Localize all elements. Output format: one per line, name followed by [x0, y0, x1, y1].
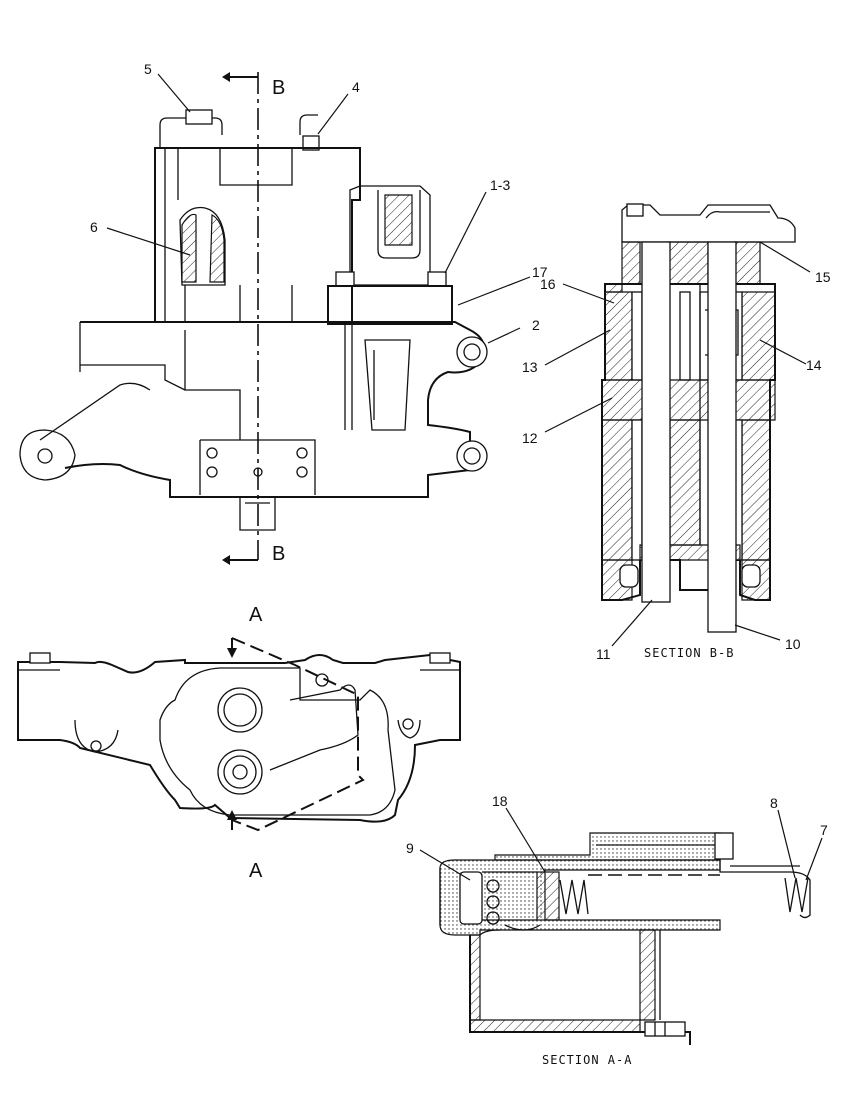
- bolt-4: [302, 135, 320, 151]
- bolt-5: [185, 109, 213, 125]
- callout-9: 9: [406, 840, 414, 856]
- plate-17: [327, 285, 453, 325]
- callout-12: 12: [522, 430, 538, 446]
- leader-lines: [106, 73, 823, 881]
- section-marker-b-top: B: [272, 77, 285, 99]
- section-markers: B B A A SECTION B-B SECTION A-A: [249, 77, 734, 1067]
- spring: [559, 879, 589, 915]
- callout-13: 13: [522, 359, 538, 375]
- section-marker-a-top: A: [249, 604, 263, 626]
- piston-18: [536, 871, 560, 921]
- section-aa-view: [439, 832, 811, 1045]
- port-lower: [217, 749, 263, 795]
- section-title-aa: SECTION A-A: [542, 1053, 632, 1067]
- callout-2: 2: [532, 317, 540, 333]
- section-marker-a-bottom: A: [249, 860, 263, 882]
- section-title-bb: SECTION B-B: [644, 646, 734, 660]
- callout-1-3: 1-3: [490, 177, 510, 193]
- callout-16: 16: [540, 276, 556, 292]
- plan-view: [17, 637, 461, 832]
- callout-labels: 5 4 1-3 6 17 2 16 13 12 14 15 11 10 9 18…: [90, 61, 831, 856]
- bolt-1-3-left: [335, 271, 355, 287]
- callout-7: 7: [820, 822, 828, 838]
- spring-7: [784, 877, 809, 913]
- section-marker-b-bottom: B: [272, 543, 285, 565]
- elevation-view: [19, 72, 488, 565]
- callout-5: 5: [144, 61, 152, 77]
- callout-4: 4: [352, 79, 360, 95]
- plunger-10: [707, 241, 737, 633]
- callout-11: 11: [596, 646, 611, 662]
- callout-15: 15: [815, 269, 831, 285]
- plunger-11: [641, 241, 671, 603]
- callout-10: 10: [785, 636, 801, 652]
- callout-8: 8: [770, 795, 778, 811]
- callout-6: 6: [90, 219, 98, 235]
- callout-18: 18: [492, 793, 508, 809]
- section-bb-view: [601, 203, 796, 633]
- port-upper: [217, 687, 263, 733]
- callout-14: 14: [806, 357, 822, 373]
- bolt-1-3-right: [427, 271, 447, 287]
- callout-17: 17: [532, 264, 548, 280]
